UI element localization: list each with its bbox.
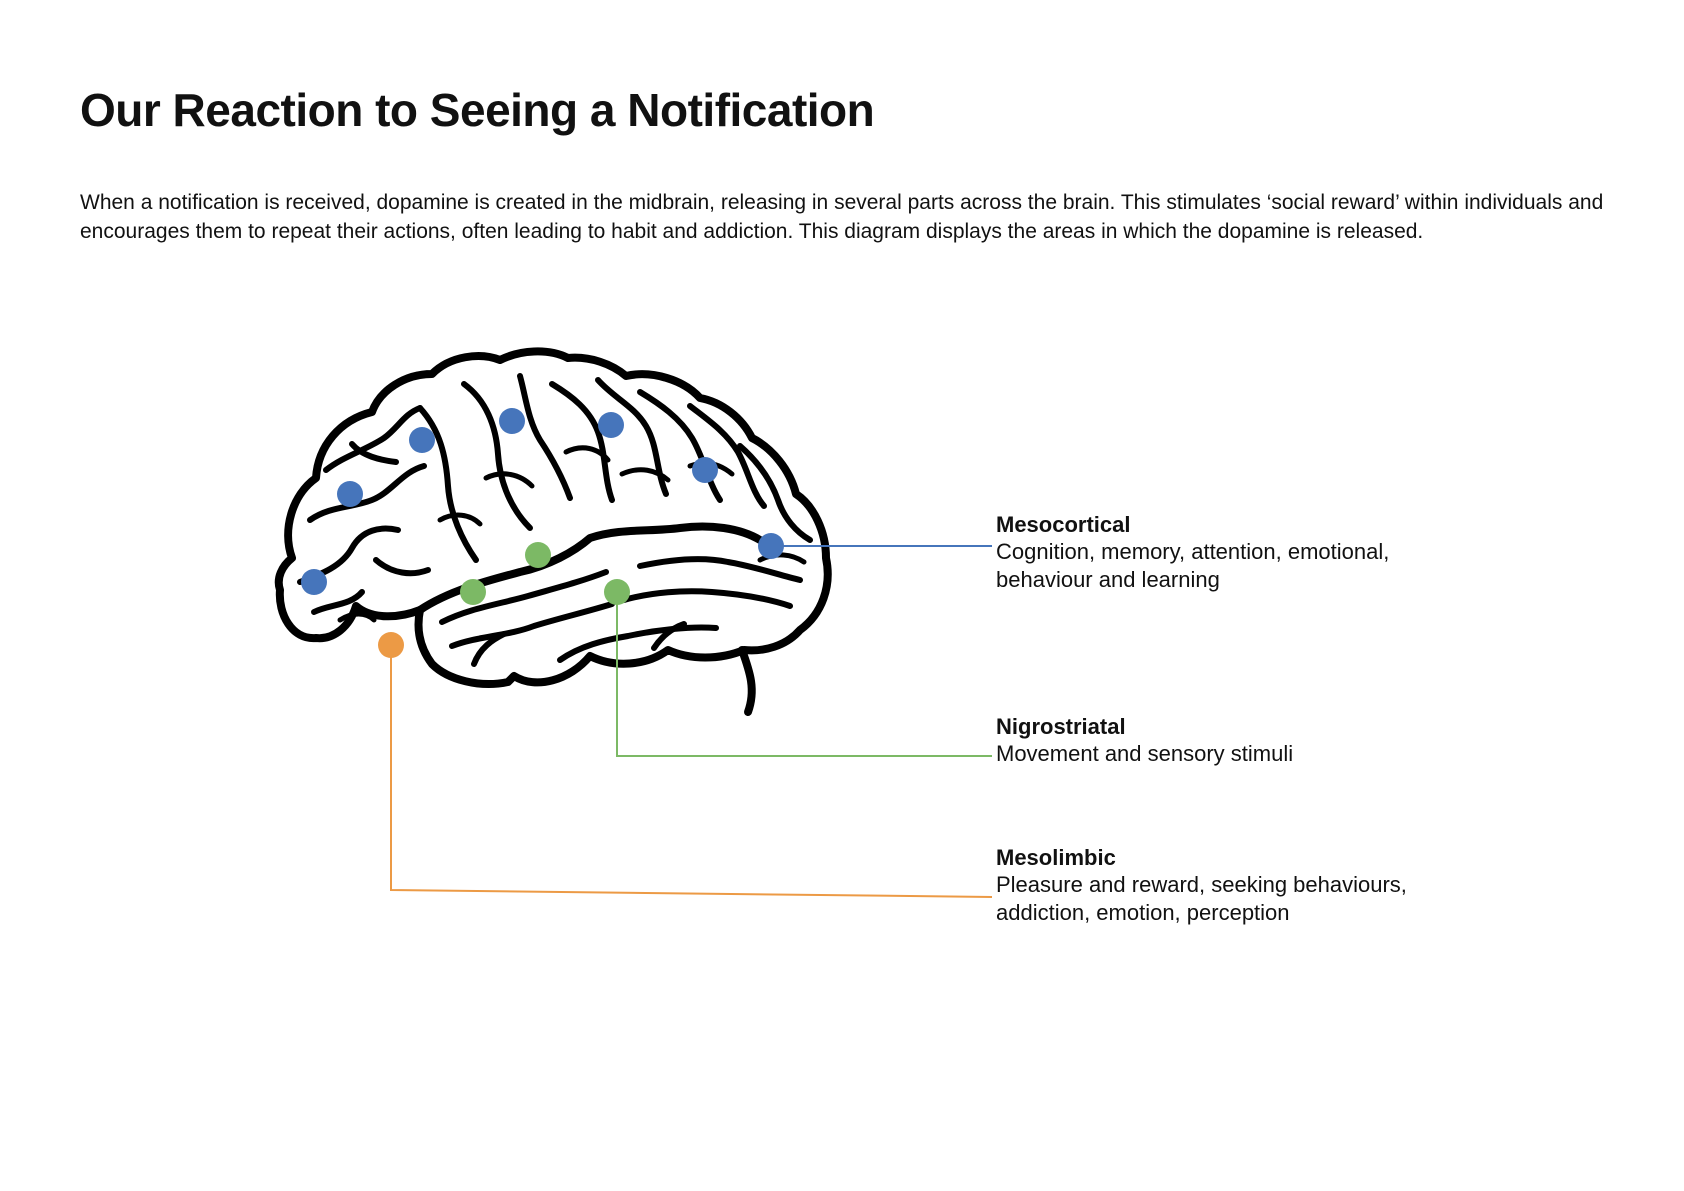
legend-name: Mesocortical	[996, 512, 1131, 537]
nigrostriatal-connector-line	[616, 592, 992, 757]
legend-mesolimbic: Mesolimbic Pleasure and reward, seeking …	[996, 845, 1476, 927]
legend-description: Pleasure and reward, seeking behaviours,…	[996, 872, 1407, 925]
mesocortical-marker	[692, 457, 718, 483]
nigrostriatal-marker	[525, 542, 551, 568]
legend-name: Mesolimbic	[996, 845, 1116, 870]
legend-mesocortical: Mesocortical Cognition, memory, attentio…	[996, 512, 1476, 594]
mesocortical-marker	[758, 533, 784, 559]
nigrostriatal-marker	[460, 579, 486, 605]
mesolimbic-connector-line	[390, 645, 993, 898]
page-title: Our Reaction to Seeing a Notification	[80, 84, 875, 136]
intro-paragraph: When a notification is received, dopamin…	[80, 191, 1604, 243]
nigrostriatal-marker	[604, 579, 630, 605]
mesocortical-marker	[499, 408, 525, 434]
mesocortical-marker	[409, 427, 435, 453]
brain-icon	[274, 347, 832, 716]
mesocortical-marker	[598, 412, 624, 438]
legend-description: Cognition, memory, attention, emotional,…	[996, 539, 1390, 592]
mesolimbic-marker	[378, 632, 404, 658]
legend-description: Movement and sensory stimuli	[996, 741, 1294, 766]
legend-nigrostriatal: Nigrostriatal Movement and sensory stimu…	[996, 714, 1476, 768]
mesocortical-marker	[301, 569, 327, 595]
mesocortical-marker	[337, 481, 363, 507]
legend-name: Nigrostriatal	[996, 714, 1126, 739]
